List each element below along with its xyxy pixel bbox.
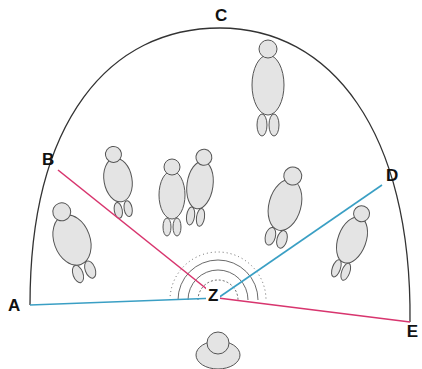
point-label: D bbox=[384, 166, 400, 185]
point-label: A bbox=[6, 296, 22, 315]
sight-line bbox=[218, 298, 410, 322]
point-label: B bbox=[40, 150, 56, 169]
sight-line bbox=[30, 298, 218, 305]
sight-line bbox=[58, 170, 218, 298]
point-label: E bbox=[405, 322, 420, 341]
sight-line bbox=[218, 185, 382, 298]
people-figures bbox=[42, 40, 378, 369]
point-label: Z bbox=[206, 286, 220, 305]
point-label: C bbox=[213, 6, 229, 25]
field-arc bbox=[30, 28, 410, 322]
